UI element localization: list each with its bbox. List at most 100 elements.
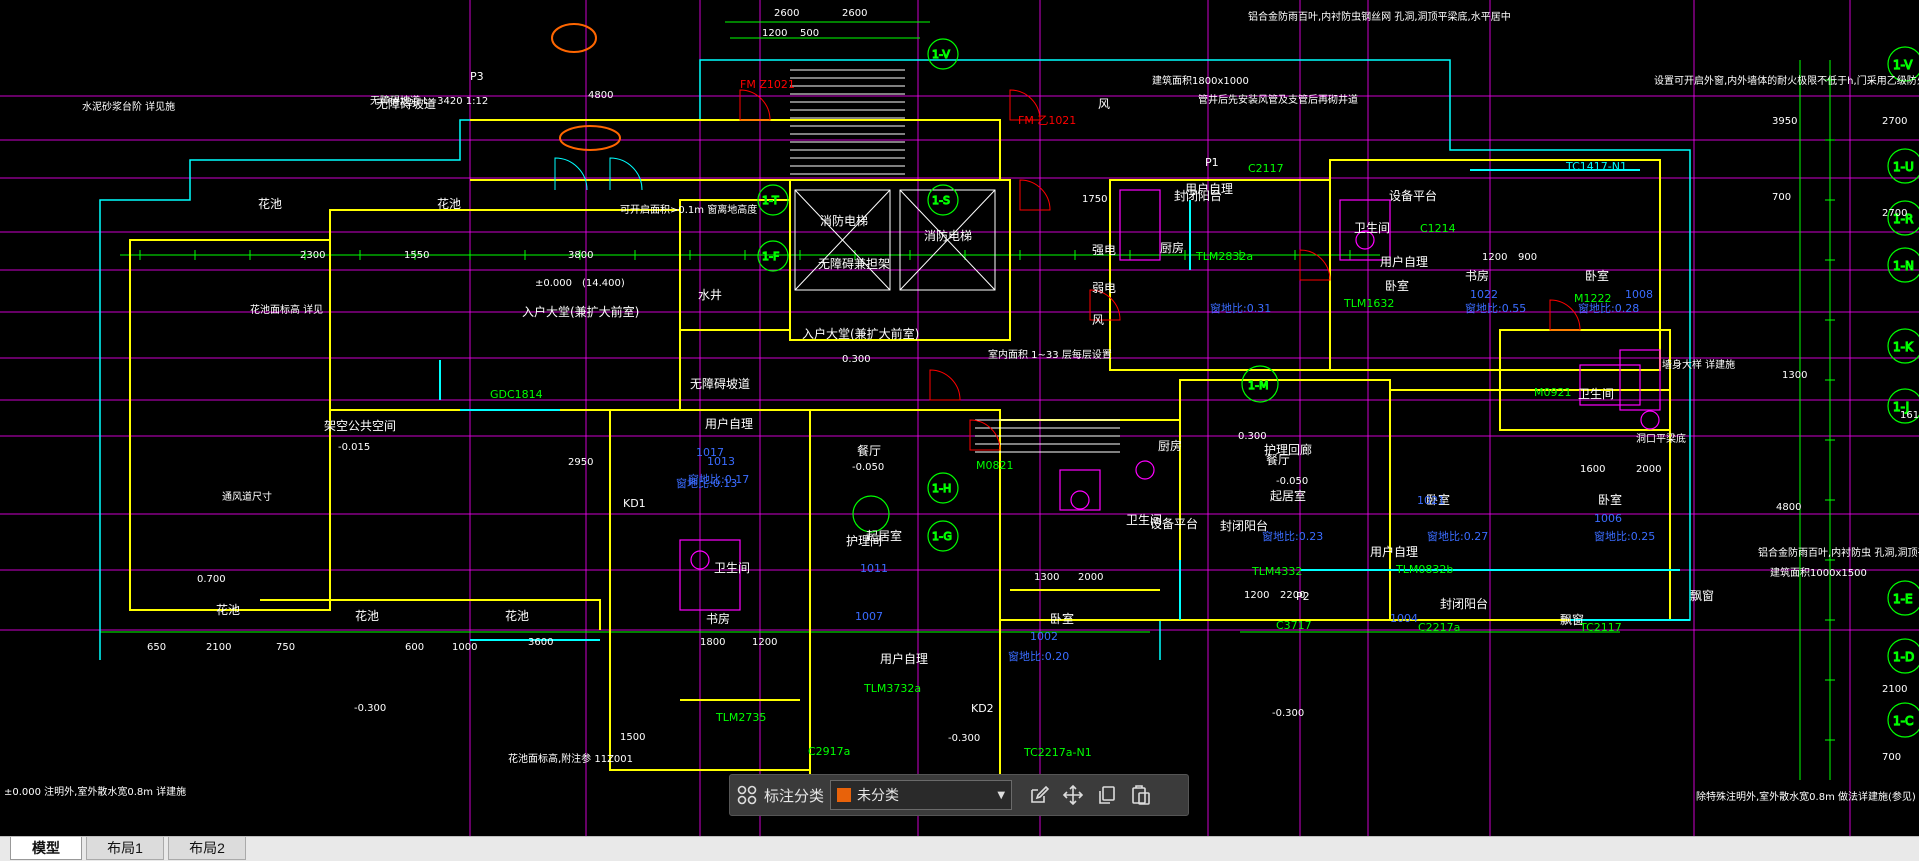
elevator-cross — [899, 189, 996, 291]
window-ratio: 窗地比:0.23 — [1262, 529, 1323, 543]
room-area-code: 1008 — [1625, 288, 1653, 301]
dimension-label: 2000 — [1078, 572, 1103, 583]
edit-icon[interactable] — [1022, 778, 1056, 812]
room-label: 水井 — [698, 288, 722, 302]
grid-icon[interactable] — [730, 778, 764, 812]
annotation-note: 管井后先安装风管及支管后再砌井道 — [1198, 93, 1358, 106]
axis-bubble-label: 1-R — [1893, 212, 1913, 226]
annotation-note: 无障碍坡道 L=3420 1:12 — [370, 94, 488, 107]
revision-clouds — [551, 23, 621, 151]
room-label: 卧室 — [1426, 492, 1450, 507]
revision-cloud — [559, 125, 621, 151]
element-code: TC2217a-N1 — [1023, 746, 1092, 759]
tab-layout2[interactable]: 布局2 — [168, 837, 246, 860]
room-label: 厨房 — [1160, 240, 1184, 255]
axis-bubble — [927, 184, 959, 216]
dimension-label: 1000 — [452, 642, 477, 653]
copy-icon[interactable] — [1090, 778, 1124, 812]
axis-bubble-label: 1-C — [1893, 714, 1913, 728]
axis-bubble — [1887, 580, 1919, 616]
dimension-label: 2100 — [1882, 684, 1907, 695]
tab-model[interactable]: 模型 — [10, 837, 82, 860]
level-label: -0.015 — [338, 442, 370, 453]
room-area-code: 1022 — [1470, 288, 1498, 301]
category-dropdown[interactable]: 未分类 ▼ — [830, 780, 1013, 810]
room-label: 起居室 — [1270, 488, 1306, 503]
elevator-cross — [794, 189, 891, 291]
level-label: -0.050 — [1276, 476, 1308, 487]
axis-bubble-label: 1-J — [1893, 400, 1909, 414]
element-code: M0921 — [1534, 386, 1572, 399]
dimension-label: 1600 — [1580, 464, 1605, 475]
fixture — [1339, 199, 1391, 261]
window-ratio: 窗地比:0.27 — [1427, 529, 1488, 543]
annotation-note: 建筑面积1800x1000 — [1152, 74, 1249, 87]
room-label: 护理回廊 — [1264, 442, 1312, 457]
annotation-note: 铝合金防雨百叶,内衬防虫钢丝网 孔洞,洞顶平梁底,水平居中 — [1248, 10, 1511, 23]
element-code: M0821 — [976, 459, 1014, 472]
dimension-label: 1800 — [700, 637, 725, 648]
element-code: TLM3732a — [863, 682, 921, 695]
room-label: 书房 — [1465, 268, 1489, 283]
room-label: 卧室 — [1050, 611, 1074, 626]
elevator-shaft — [794, 189, 891, 291]
axis-bubble — [757, 184, 789, 216]
fixture — [1619, 349, 1661, 411]
room-area-code: 1007 — [855, 610, 883, 623]
element-code: TLM1632 — [1343, 297, 1394, 310]
element-code: FM Z1021 — [740, 78, 795, 91]
room-label: 卧室 — [1385, 278, 1409, 293]
dimension-label: 2700 — [1882, 116, 1907, 127]
paste-icon[interactable] — [1124, 778, 1158, 812]
building-envelope — [99, 59, 1691, 660]
wall-segment — [470, 119, 1001, 181]
room-label: 卧室 — [1598, 492, 1622, 507]
room-label: 餐厅 — [857, 443, 881, 458]
wall-segment — [260, 589, 1160, 701]
room-label: 无障碍兼担架 — [818, 256, 890, 271]
room-label: 卫生间 — [1126, 513, 1162, 527]
room-label: 餐厅 — [1266, 452, 1290, 467]
annotation-note: 花池面标高,附注参 11Z001 — [508, 752, 633, 765]
dimension-label: 3950 — [1772, 116, 1797, 127]
fixture-basin — [690, 550, 710, 570]
layout-tab-bar: 模型 布局1 布局2 — [0, 836, 1919, 861]
dimension-label: 1200 — [762, 28, 787, 39]
room-label: 设备平台 — [1389, 188, 1437, 203]
room-label: 消防电梯 — [820, 213, 868, 228]
room-label: 强电 — [1092, 243, 1116, 257]
building-outline — [99, 59, 1691, 660]
annotation-note: 水泥砂浆台阶 详见施 — [82, 100, 175, 113]
dimension-label: 600 — [405, 642, 424, 653]
room-label: 飘窗 — [1690, 589, 1714, 603]
level-label: ±0.000 — [535, 278, 572, 289]
axis-bubble-label: 1-H — [932, 482, 951, 495]
dimension-label: 2600 — [774, 8, 799, 19]
tab-layout1[interactable]: 布局1 — [86, 837, 164, 860]
door-swing — [1009, 89, 1041, 121]
axis-bubble-label: 1-M — [1248, 379, 1268, 392]
dimension-label: 1500 — [620, 732, 645, 743]
elevator-shafts — [794, 189, 996, 291]
wall-segment — [1109, 179, 1331, 371]
chevron-down-icon: ▼ — [997, 789, 1006, 801]
element-code: C2917a — [808, 745, 850, 758]
dimension-label: 4800 — [1776, 502, 1801, 513]
level-label: (14.400) — [582, 278, 625, 289]
axis-bubble — [757, 240, 789, 272]
window-ratio: 窗地比:0.17 — [688, 472, 749, 486]
room-label: 卧室 — [1585, 268, 1609, 283]
axis-bubble — [852, 495, 890, 533]
room-area-code: 1004 — [1390, 612, 1418, 625]
room-area-code: 1006 — [1594, 512, 1622, 525]
fixture-basin — [1355, 230, 1375, 250]
annotation-note: 洞口平梁底 — [1636, 432, 1686, 445]
element-code: FM 乙1021 — [1018, 114, 1076, 127]
fixture-basin — [1070, 490, 1090, 510]
room-label: 入户大堂(兼扩大前室) — [802, 326, 919, 341]
room-label: 设备平台 — [1150, 516, 1198, 531]
move-icon[interactable] — [1056, 778, 1090, 812]
dimension-label: 3800 — [568, 250, 593, 261]
